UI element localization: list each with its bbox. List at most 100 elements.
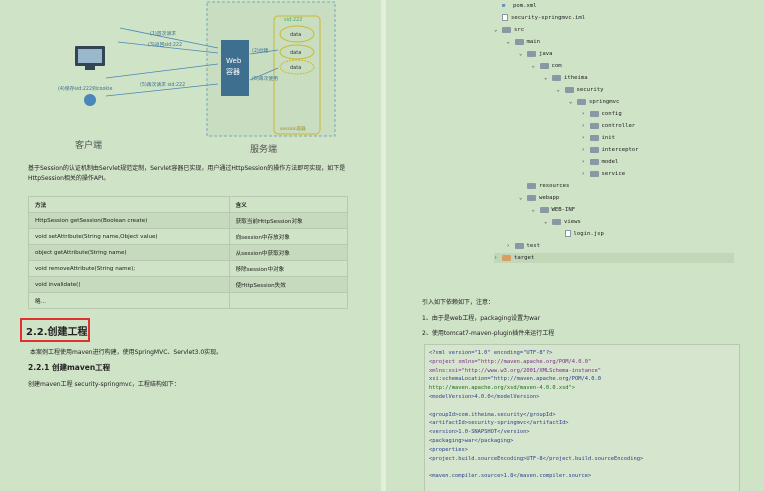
tree-item-label: controller (601, 123, 636, 129)
tree-item-label: views (564, 219, 581, 225)
tree-item[interactable]: ⌄ views (544, 217, 581, 227)
svg-text:(4)保存sid:222到cookie: (4)保存sid:222到cookie (58, 85, 112, 92)
tree-item-label: WEB-INF (551, 207, 576, 213)
tree-item[interactable]: › controller (581, 121, 636, 131)
tree-item-label: security (576, 87, 604, 93)
subheading: 2.2.1 创建maven工程 (28, 363, 111, 372)
folder-icon (514, 242, 524, 249)
tree-item[interactable]: › interceptor (582, 145, 639, 155)
tree-item-label: com (551, 63, 562, 69)
chevron-icon[interactable]: › (494, 255, 498, 261)
tree-item[interactable]: ⌄main (507, 37, 540, 47)
chevron-icon[interactable]: ⌄ (569, 99, 573, 105)
chevron-icon[interactable]: ⌄ (544, 219, 548, 225)
tree-item[interactable]: › target (494, 253, 734, 263)
folder-icon (552, 218, 561, 225)
tree-item-label: model (601, 159, 619, 165)
code-line: <project.build.sourceEncoding>UTF-8</pro… (429, 455, 644, 462)
folder-icon (539, 62, 549, 69)
code-line: <modelVersion>4.0.0</modelVersion> (429, 394, 540, 400)
page-separator (381, 0, 386, 491)
svg-text:(1)首次请求: (1)首次请求 (150, 30, 176, 37)
tree-item-label: login.jsp (573, 231, 604, 237)
tree-item-label: src (514, 27, 525, 33)
svg-text:session容器: session容器 (280, 125, 306, 132)
tree-item[interactable]: ⌄ WEB-INF (531, 205, 576, 215)
chevron-icon[interactable]: ⌄ (506, 39, 510, 45)
code-line: <maven.compiler.source>1.8</maven.compil… (429, 473, 592, 480)
session-container-box (273, 15, 321, 135)
code-line: <groupId>com.itheima.security</groupId> (429, 411, 556, 418)
folder-icon (552, 74, 561, 81)
tree-item[interactable]: login.jsp (557, 229, 604, 239)
chevron-icon[interactable]: ⌄ (519, 51, 523, 57)
highlight-box (20, 318, 90, 342)
tree-item[interactable]: ⌄ webapp (519, 193, 559, 203)
svg-text:(6)再次使用: (6)再次使用 (252, 75, 278, 82)
chevron-icon[interactable]: ⌄ (531, 63, 535, 69)
chevron-icon[interactable]: › (506, 243, 510, 249)
tree-item-label: interceptor (601, 147, 639, 153)
computer-icon (75, 46, 105, 70)
tree-item[interactable]: ›config (582, 109, 622, 119)
tree-item-label: springmvc (589, 99, 620, 105)
svg-text:data: data (290, 32, 301, 38)
tree-item[interactable]: › model (581, 157, 619, 167)
folder-icon (514, 38, 524, 45)
tree-item[interactable]: security-springmvc.iml (494, 13, 585, 23)
chevron-icon[interactable]: › (581, 159, 585, 165)
web-label-2: 容器 (226, 67, 240, 76)
chevron-icon[interactable]: › (581, 147, 585, 153)
chevron-icon[interactable]: › (581, 111, 585, 117)
tree-item[interactable]: ⌄ springmvc (569, 97, 619, 107)
cookie-icon (84, 94, 96, 106)
code-line: <properties> (429, 446, 468, 453)
tree-item-label: webapp (539, 195, 560, 201)
maven-icon: m (502, 3, 506, 9)
web-label-1: Web (226, 57, 242, 65)
code-line: <project xmlns="http://maven.apache.org/… (429, 358, 592, 365)
tree-item-label: java (539, 51, 553, 57)
tree-item-label: target (514, 255, 535, 261)
chevron-icon[interactable]: ⌄ (519, 195, 523, 201)
tree-item[interactable]: resources (519, 181, 569, 191)
code-line: <packaging>war</packaging> (429, 438, 514, 444)
svg-text:data: data (290, 65, 301, 71)
table-row: void invalidate()使HttpSession失效 (28, 276, 349, 293)
tree-item[interactable]: ⌄ com (532, 61, 562, 71)
intro-paragraph: 基于Session的认证机制由Servlet规范定制，Servlet容器已实现，… (28, 165, 346, 182)
table-row: void setAttribute(String name,Object val… (28, 228, 349, 245)
table-row: 略... (28, 292, 349, 309)
folder-icon (589, 146, 599, 153)
chevron-icon[interactable]: ⌄ (494, 27, 498, 33)
tree-item[interactable]: ⌄ java (519, 49, 552, 59)
api-table: 方法 含义 HttpSession getSession(Boolean cre… (28, 196, 349, 309)
server-label: 服务端 (250, 143, 277, 155)
code-line: xmlns:xsi="http://www.w3.org/2001/XMLSch… (429, 367, 602, 374)
file-icon (564, 230, 571, 237)
section-desc: 本案例工程使用maven进行构建，使用SpringMVC、Servlet3.0实… (30, 349, 223, 356)
chevron-icon[interactable]: ⌄ (544, 75, 548, 81)
deps-intro: 引入如下依赖如下，注意： (422, 299, 495, 306)
tree-item[interactable]: ⌄ security (556, 85, 604, 95)
left-page: 客户端 服务端 sid:222 data data data session容器… (0, 0, 381, 491)
tree-item[interactable]: ›service (581, 169, 625, 179)
chevron-icon[interactable]: › (581, 135, 585, 141)
tree-item[interactable]: ›init (582, 133, 615, 143)
chevron-icon[interactable]: ⌄ (556, 87, 560, 93)
tree-item[interactable]: ›test (507, 241, 540, 251)
chevron-icon[interactable]: ⌄ (531, 207, 535, 213)
chevron-icon[interactable]: › (581, 171, 585, 177)
table-row: object getAttribute(String name)从session… (28, 244, 349, 261)
chevron-icon[interactable]: › (581, 123, 585, 129)
web-container-box (221, 40, 249, 96)
folder-icon (564, 86, 574, 93)
pom-code-block: <?xml version="1.0" encoding="UTF-8"?><p… (424, 344, 740, 491)
tree-item[interactable]: ⌄ src (494, 25, 524, 35)
table-row: HttpSession getSession(Boolean create)获取… (28, 212, 349, 229)
table-row: void removeAttribute(String name);移除sess… (28, 260, 349, 277)
tree-item[interactable]: ⌄itheima (544, 73, 588, 83)
